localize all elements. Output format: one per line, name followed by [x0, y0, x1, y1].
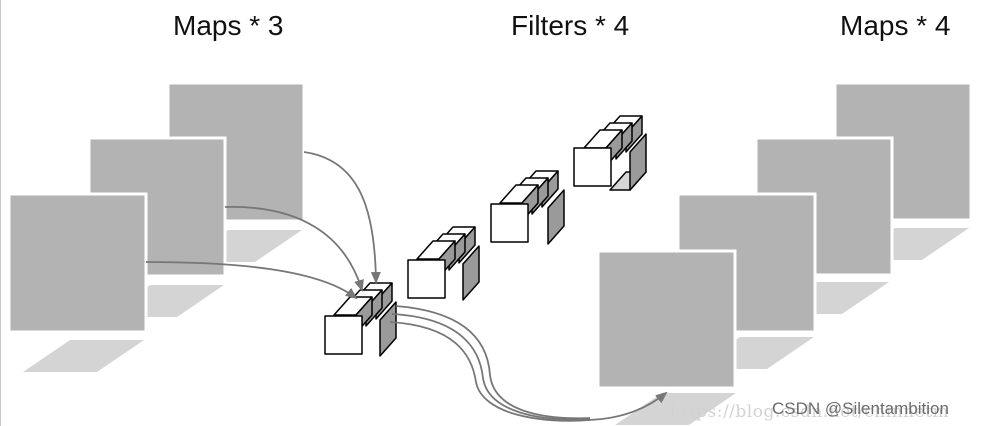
arrow-from-map-3	[303, 151, 381, 284]
filter-3	[490, 170, 565, 245]
output-curves	[389, 305, 668, 422]
output-curve-3	[389, 321, 591, 422]
input-arrows	[145, 151, 381, 300]
filter-1	[324, 282, 397, 357]
title-filters: Filters * 4	[511, 10, 630, 41]
input-map-1	[7, 192, 148, 334]
title-input-maps: Maps * 3	[173, 10, 284, 41]
output-map-1-shadow	[615, 393, 736, 425]
title-output-maps: Maps * 4	[840, 10, 951, 41]
output-map-1	[596, 249, 737, 390]
left-frame-border	[0, 0, 1, 426]
filter-2	[407, 226, 480, 301]
input-maps	[7, 81, 306, 372]
watermark-csdn: CSDN @Silentambition	[772, 399, 949, 418]
output-maps	[596, 81, 973, 425]
filter-4	[573, 115, 647, 191]
output-curve-1	[395, 305, 591, 420]
watermark-url: https://blog.csdn.net/chinnetm	[670, 402, 950, 422]
arrow-from-map-2	[224, 206, 364, 292]
output-curve-2	[391, 313, 591, 421]
output-arrow	[587, 391, 668, 421]
arrow-from-map-1	[145, 261, 358, 300]
input-map-1-shadow	[23, 340, 144, 372]
